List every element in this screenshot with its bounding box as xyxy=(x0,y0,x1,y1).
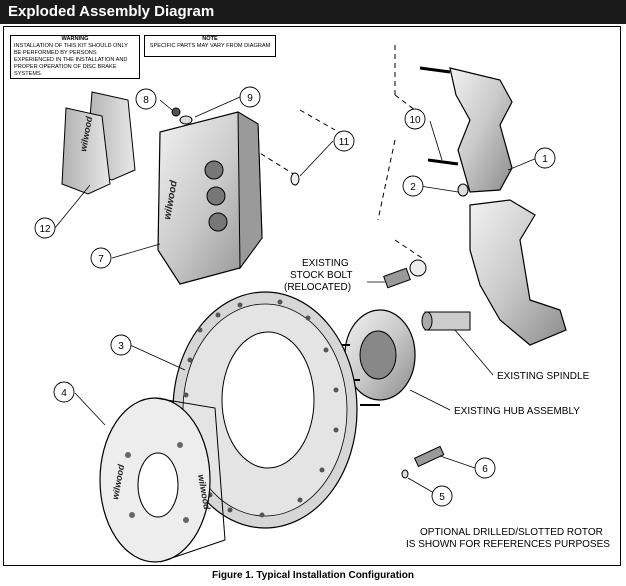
callout-12-circle xyxy=(34,217,56,239)
callout-numbers: 1 2 3 4 5 6 7 8 9 10 11 12 xyxy=(39,93,548,503)
part-labels: EXISTING STOCK BOLT (RELOCATED) EXISTING… xyxy=(284,258,610,550)
callout-1-circle xyxy=(534,147,556,169)
leader-lines xyxy=(54,96,538,494)
warning-box: WARNING INSTALLATION OF THIS KIT SHOULD … xyxy=(10,35,140,79)
rotor-hat: wilwood wilwood xyxy=(99,397,226,563)
caliper: wilwood xyxy=(157,111,263,285)
brake-pads: wilwood xyxy=(61,91,136,195)
callout-5-circle xyxy=(431,485,453,507)
note-box: NOTE SPECIFIC PARTS MAY VARY FROM DIAGRA… xyxy=(144,35,276,57)
callout-11-circle xyxy=(333,130,355,152)
stock-bolt-label-3: (RELOCATED) xyxy=(284,282,351,293)
callout-8: 8 xyxy=(143,95,149,106)
warning-heading: WARNING xyxy=(61,36,89,42)
callout-4: 4 xyxy=(61,388,67,399)
callout-7: 7 xyxy=(98,254,104,265)
hat-bolt xyxy=(401,445,445,479)
diagram-frame xyxy=(3,26,621,566)
small-hardware xyxy=(171,107,300,186)
stock-bolt-label-1: EXISTING xyxy=(302,258,349,269)
callout-1: 1 xyxy=(542,154,548,165)
callout-6-circle xyxy=(474,457,496,479)
callout-12: 12 xyxy=(39,224,51,235)
stock-bolt-label-2: STOCK BOLT xyxy=(290,270,352,281)
callout-3-circle xyxy=(110,334,132,356)
callout-3: 3 xyxy=(118,341,124,352)
mounting-bracket xyxy=(419,66,513,197)
callout-6: 6 xyxy=(482,464,488,475)
callout-4-circle xyxy=(53,381,75,403)
title-bar: Exploded Assembly Diagram xyxy=(0,0,626,24)
rotor-note-2: IS SHOWN FOR REFERENCES PURPOSES xyxy=(406,539,610,550)
hub-label: EXISTING HUB ASSEMBLY xyxy=(454,406,580,417)
rotor-note-1: OPTIONAL DRILLED/SLOTTED ROTOR xyxy=(420,527,603,538)
callout-9: 9 xyxy=(247,93,253,104)
page-title: Exploded Assembly Diagram xyxy=(8,3,215,20)
rotor xyxy=(172,291,358,529)
note-heading: NOTE xyxy=(202,36,218,42)
note-body: SPECIFIC PARTS MAY VARY FROM DIAGRAM xyxy=(149,43,271,49)
callout-10: 10 xyxy=(409,115,421,126)
hub-assembly xyxy=(330,309,416,406)
callout-10-circle xyxy=(404,108,426,130)
callout-2-circle xyxy=(402,175,424,197)
callout-9-circle xyxy=(239,86,261,108)
figure-caption: Figure 1. Typical Installation Configura… xyxy=(211,570,415,581)
spindle-label: EXISTING SPINDLE xyxy=(497,371,590,382)
callout-11: 11 xyxy=(339,137,350,148)
callout-2: 2 xyxy=(410,182,416,193)
callout-5: 5 xyxy=(439,492,445,503)
callout-7-circle xyxy=(90,247,112,269)
spindle xyxy=(383,199,567,346)
warning-body: INSTALLATION OF THIS KIT SHOULD ONLY BE … xyxy=(14,43,128,77)
callout-8-circle xyxy=(135,88,157,110)
callouts xyxy=(34,86,556,507)
